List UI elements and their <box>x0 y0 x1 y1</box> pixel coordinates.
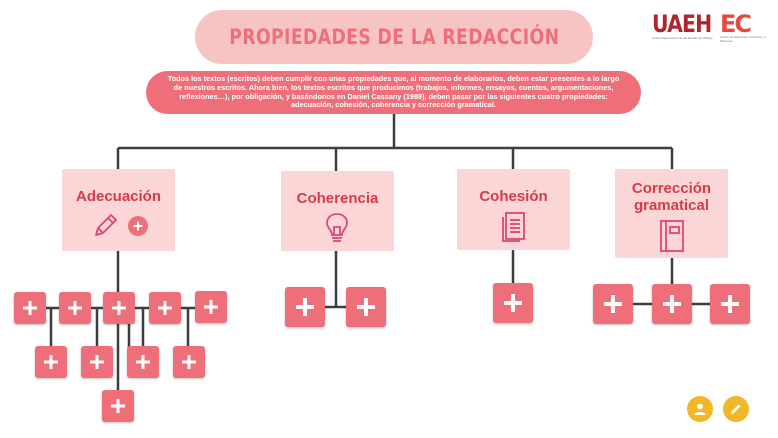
add-node-button[interactable] <box>149 292 181 324</box>
description-text: Todos los textos (escritos) deben cumpli… <box>167 74 620 110</box>
card-label-adecuacion: Adecuación <box>75 188 162 205</box>
add-node-button[interactable] <box>81 346 113 378</box>
lightbulb-icon <box>326 213 348 242</box>
title-pill: PROPIEDADES DE LA REDACCIÓN <box>195 10 593 64</box>
ec-logo-subtitle: Centro de Educación Continua y a Distanc… <box>720 35 766 43</box>
page-title: PROPIEDADES DE LA REDACCIÓN <box>228 25 560 49</box>
document-icon <box>502 212 525 242</box>
add-node-button[interactable] <box>493 283 533 323</box>
ec-logo-text: EC <box>720 10 752 38</box>
add-node-button[interactable] <box>127 346 159 378</box>
profile-button[interactable] <box>687 396 713 422</box>
card-label-coherencia: Coherencia <box>296 190 379 207</box>
add-node-button[interactable] <box>593 284 633 324</box>
add-node-button[interactable] <box>346 287 386 327</box>
uaeh-logo-subtitle: Universidad Autónoma del Estado de Hidal… <box>652 36 713 40</box>
add-node-button[interactable] <box>195 291 227 323</box>
add-node-button[interactable] <box>285 287 325 327</box>
expand-button[interactable] <box>128 216 148 236</box>
add-node-button[interactable] <box>103 292 135 324</box>
card-label-correccion: Corrección gramatical <box>631 180 712 214</box>
add-node-button[interactable] <box>710 284 750 324</box>
card-correccion-gramatical: Corrección gramatical <box>615 169 728 258</box>
add-node-button[interactable] <box>652 284 692 324</box>
uaeh-logo-text: UAEH <box>652 10 712 38</box>
add-node-button[interactable] <box>59 292 91 324</box>
user-icon <box>694 403 706 415</box>
ec-logo: EC Centro de Educación Continua y a Dist… <box>720 10 774 46</box>
pencil-icon <box>95 214 117 236</box>
add-node-button[interactable] <box>14 292 46 324</box>
notebook-icon <box>660 220 684 252</box>
description-pill: Todos los textos (escritos) deben cumpli… <box>146 71 641 114</box>
uaeh-logo: UAEH Universidad Autónoma del Estado de … <box>652 10 714 46</box>
add-node-button[interactable] <box>173 346 205 378</box>
card-coherencia: Coherencia <box>281 171 394 251</box>
add-node-button[interactable] <box>102 390 134 422</box>
add-node-button[interactable] <box>35 346 67 378</box>
card-label-cohesion: Cohesión <box>479 188 548 205</box>
card-adecuacion: Adecuación <box>62 169 175 251</box>
card-cohesion: Cohesión <box>457 169 570 250</box>
edit-pencil-icon <box>731 404 741 414</box>
edit-button[interactable] <box>723 396 749 422</box>
